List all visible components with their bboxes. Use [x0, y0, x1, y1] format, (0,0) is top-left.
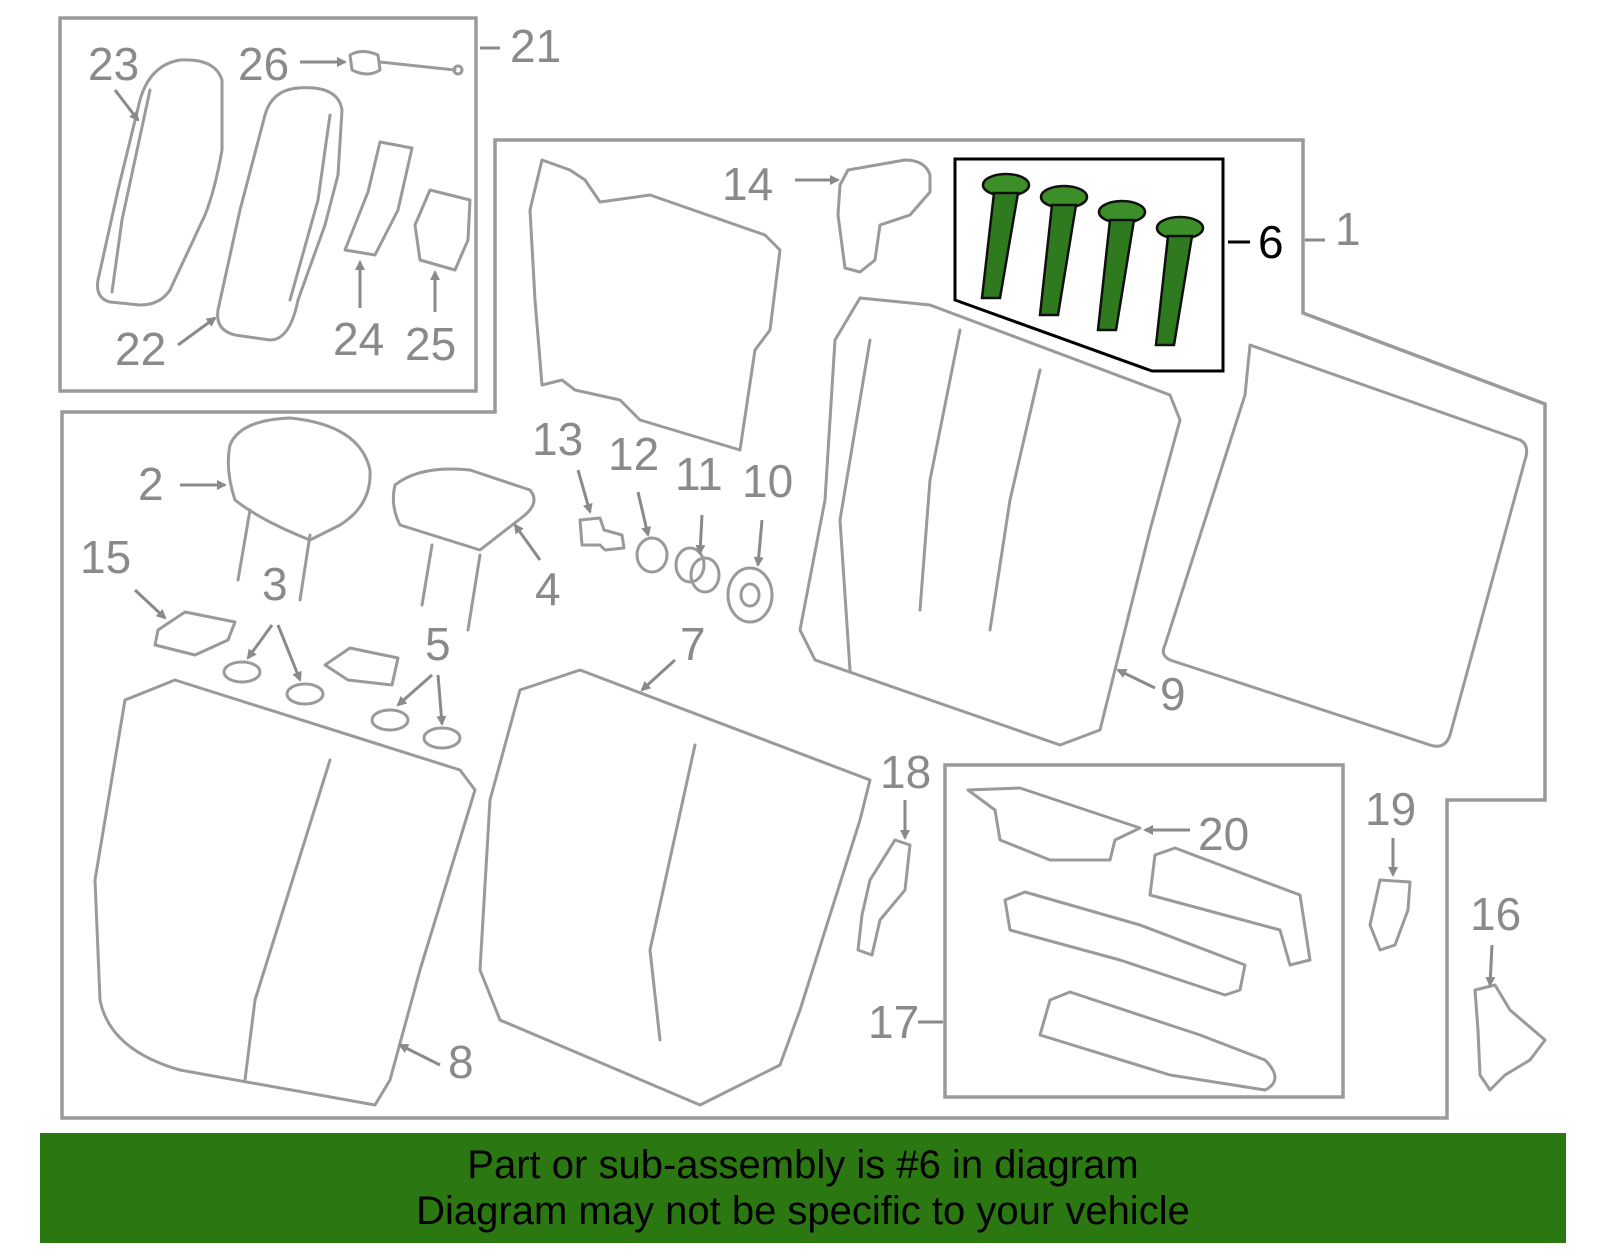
callout-10: 10 [742, 455, 793, 567]
callout-24: 24 [333, 260, 384, 365]
callout-1: 1 [1305, 203, 1361, 255]
svg-text:1: 1 [1335, 203, 1361, 255]
part-12-washer [635, 536, 669, 574]
callout-18: 18 [880, 746, 931, 840]
part-23-back-panel [96, 58, 224, 307]
callout-26: 26 [238, 38, 347, 90]
callout-9: 9 [1116, 668, 1186, 720]
svg-text:21: 21 [510, 20, 561, 72]
part-20-cupholder [966, 786, 1142, 862]
callout-17: 17 [868, 996, 943, 1048]
svg-text:25: 25 [405, 318, 456, 370]
part-13-bolt [578, 516, 626, 552]
callout-19: 19 [1365, 783, 1416, 877]
banner-line-2: Diagram may not be specific to your vehi… [416, 1189, 1190, 1233]
part-22-back-trim [216, 86, 344, 342]
part-4-headrest [391, 467, 536, 632]
callout-6: 6 [1228, 216, 1284, 268]
part-5-grommet [370, 708, 410, 732]
svg-text:17: 17 [868, 996, 919, 1048]
part-3-grommet [222, 660, 262, 684]
part-10-bushing [726, 566, 774, 624]
seat-bracket [323, 646, 400, 687]
armrest-cover [1003, 890, 1247, 997]
part-25-bracket [413, 188, 472, 272]
svg-text:13: 13 [532, 413, 583, 465]
callout-2: 2 [138, 458, 227, 510]
svg-text:2: 2 [138, 458, 164, 510]
part-9-back-frame [798, 296, 1182, 747]
callout-8: 8 [398, 1036, 474, 1088]
part-6-pin [1154, 215, 1205, 347]
callout-11: 11 [675, 448, 723, 555]
part-19-bezel [1368, 878, 1412, 952]
part-6-pin [980, 172, 1031, 300]
svg-text:8: 8 [448, 1036, 474, 1088]
part-8-cushion-cover [93, 678, 477, 1107]
callout-25: 25 [405, 270, 456, 370]
svg-text:10: 10 [742, 455, 793, 507]
svg-text:14: 14 [722, 158, 773, 210]
armrest-panel [1148, 846, 1312, 967]
callout-16: 16 [1470, 888, 1521, 987]
group-1-frame [60, 138, 1547, 1120]
svg-text:23: 23 [88, 38, 139, 90]
banner-line-1: Part or sub-assembly is #6 in diagram [467, 1143, 1139, 1187]
info-banner: Part or sub-assembly is #6 in diagram Di… [40, 1133, 1566, 1243]
svg-text:5: 5 [425, 618, 451, 670]
svg-text:12: 12 [608, 428, 659, 480]
svg-text:16: 16 [1470, 888, 1521, 940]
svg-text:11: 11 [675, 448, 723, 500]
part-6-frame [953, 157, 1225, 373]
part-14-latch [836, 158, 932, 274]
callout-12: 12 [608, 428, 659, 537]
svg-text:19: 19 [1365, 783, 1416, 835]
callout-21: 21 [480, 20, 561, 72]
part-16-bracket [1473, 983, 1547, 1092]
group-21-frame [58, 16, 478, 393]
callout-22: 22 [115, 316, 217, 375]
part-6-pin [1096, 199, 1147, 332]
rear-board [1161, 343, 1529, 748]
svg-text:24: 24 [333, 313, 384, 365]
group-17-frame [943, 763, 1345, 1099]
svg-text:4: 4 [535, 563, 561, 615]
svg-text:22: 22 [115, 323, 166, 375]
part-6-guide-pins [980, 172, 1205, 347]
callout-15: 15 [80, 531, 167, 620]
seat-back-shell [528, 158, 782, 452]
callout-7: 7 [640, 618, 706, 692]
callout-23: 23 [88, 38, 140, 122]
part-18-anchor [856, 838, 912, 957]
part-6-pin [1038, 184, 1089, 317]
armrest-pad [1038, 990, 1277, 1092]
svg-text:9: 9 [1160, 668, 1186, 720]
callout-5: 5 [396, 618, 451, 726]
svg-text:7: 7 [680, 618, 706, 670]
part-2-headrest [226, 416, 372, 602]
callout-20: 20 [1143, 808, 1249, 860]
callout-4: 4 [513, 523, 561, 615]
callout-14: 14 [722, 158, 840, 210]
svg-text:3: 3 [262, 558, 288, 610]
svg-text:15: 15 [80, 531, 131, 583]
callout-3: 3 [246, 558, 302, 682]
part-5-grommet [422, 726, 462, 750]
part-11-spring [674, 546, 721, 594]
svg-text:26: 26 [238, 38, 289, 90]
svg-text:20: 20 [1198, 808, 1249, 860]
part-26-cable [348, 50, 464, 76]
svg-text:6: 6 [1258, 216, 1284, 268]
part-15-cover [153, 610, 237, 657]
callout-13: 13 [532, 413, 593, 514]
part-3-grommet [285, 682, 325, 706]
part-7-cushion [478, 668, 872, 1107]
part-24-strip [343, 140, 414, 257]
svg-text:18: 18 [880, 746, 931, 798]
